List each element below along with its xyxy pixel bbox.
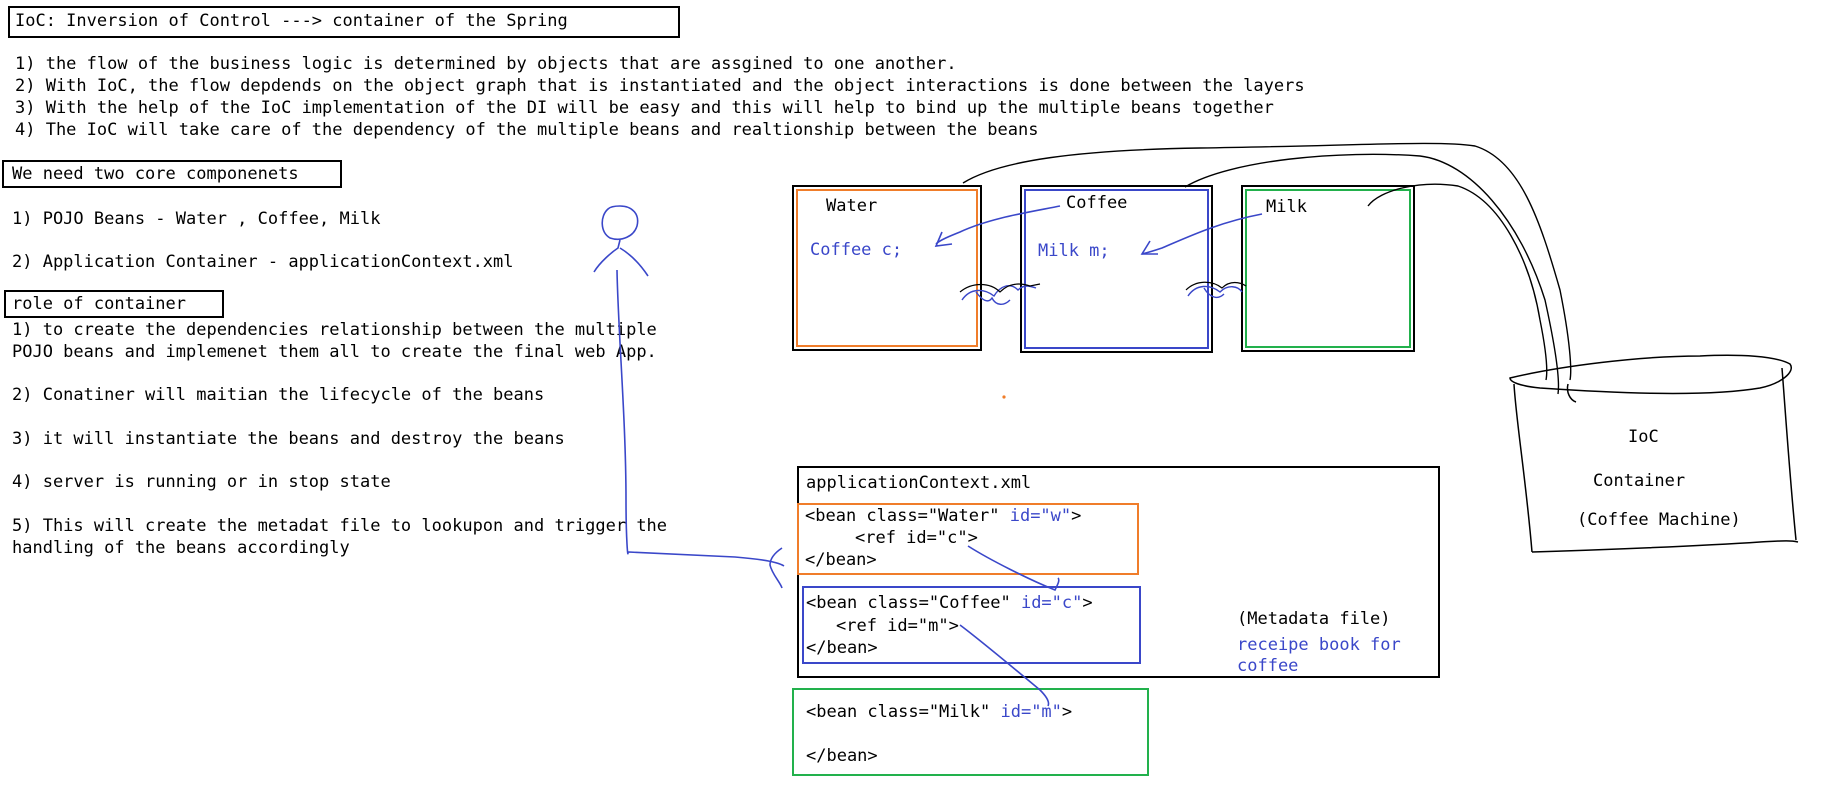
xml-milk-close: </bean>: [806, 746, 878, 766]
point-2: 2) With IoC, the flow depdends on the ob…: [15, 76, 1305, 96]
xml-milk-open: <bean class="Milk" id="m">: [806, 701, 1072, 723]
water-bean-label: Water: [826, 196, 878, 216]
core-item-2: 2) Application Container - applicationCo…: [12, 252, 514, 272]
role-heading: role of container: [12, 294, 186, 314]
xml-milk-open-text: <bean class="Milk": [806, 702, 991, 722]
coffee-bean-field: Milk m;: [1038, 241, 1110, 261]
role-item-5a: 5) This will create the metadat file to …: [12, 516, 668, 536]
xml-water-open: <bean class="Water" id="w">: [805, 505, 1081, 527]
point-4: 4) The IoC will take care of the depende…: [15, 120, 1039, 140]
xml-water-ref: <ref id="c">: [855, 528, 978, 548]
role-item-2: 2) Conatiner will maitian the lifecycle …: [12, 385, 545, 405]
container-line-3: (Coffee Machine): [1577, 510, 1741, 530]
metadata-label: (Metadata file): [1237, 609, 1391, 629]
xml-water-open-text: <bean class="Water": [805, 506, 1000, 526]
role-item-5b: handling of the beans accordingly: [12, 538, 350, 558]
title-box: [8, 6, 680, 38]
app-context-title: applicationContext.xml: [806, 473, 1032, 493]
container-line-2: Container: [1593, 471, 1686, 491]
point-3: 3) With the help of the IoC implementati…: [15, 98, 1274, 118]
xml-milk-id: id="m": [1000, 702, 1062, 722]
xml-coffee-id: id="c": [1020, 593, 1083, 613]
xml-coffee-open: <bean class="Coffee" id="c">: [806, 592, 1093, 614]
water-bean-field: Coffee c;: [810, 240, 903, 260]
role-heading-box: [4, 290, 224, 318]
role-item-3: 3) it will instantiate the beans and des…: [12, 429, 565, 449]
role-item-1a: 1) to create the dependencies relationsh…: [12, 320, 657, 340]
core-item-1: 1) POJO Beans - Water , Coffee, Milk: [12, 209, 381, 229]
metadata-note-1: receipe book for: [1237, 635, 1401, 655]
page-title: IoC: Inversion of Control ---> container…: [15, 11, 568, 31]
core-heading: We need two core componenets: [12, 164, 299, 184]
xml-water-open-tail: >: [1071, 506, 1082, 526]
coffee-bean-label: Coffee: [1066, 193, 1128, 213]
stray-dot: [1002, 395, 1006, 399]
xml-coffee-ref: <ref id="m">: [836, 616, 959, 636]
xml-water-id: id="w": [1009, 506, 1072, 526]
water-bean-inner: [796, 189, 978, 347]
core-heading-box: [2, 160, 342, 188]
metadata-note-2: coffee: [1237, 656, 1299, 676]
role-item-4: 4) server is running or in stop state: [12, 472, 391, 492]
point-1: 1) the flow of the business logic is det…: [15, 54, 957, 74]
xml-coffee-open-tail: >: [1082, 593, 1093, 613]
role-item-1b: POJO beans and implemenet them all to cr…: [12, 342, 657, 362]
container-line-1: IoC: [1628, 427, 1659, 447]
milk-bean-label: Milk: [1266, 197, 1307, 217]
xml-coffee-close: </bean>: [806, 638, 878, 658]
xml-water-close: </bean>: [805, 550, 877, 570]
xml-coffee-open-text: <bean class="Coffee": [806, 593, 1011, 613]
xml-milk-open-tail: >: [1061, 702, 1073, 722]
